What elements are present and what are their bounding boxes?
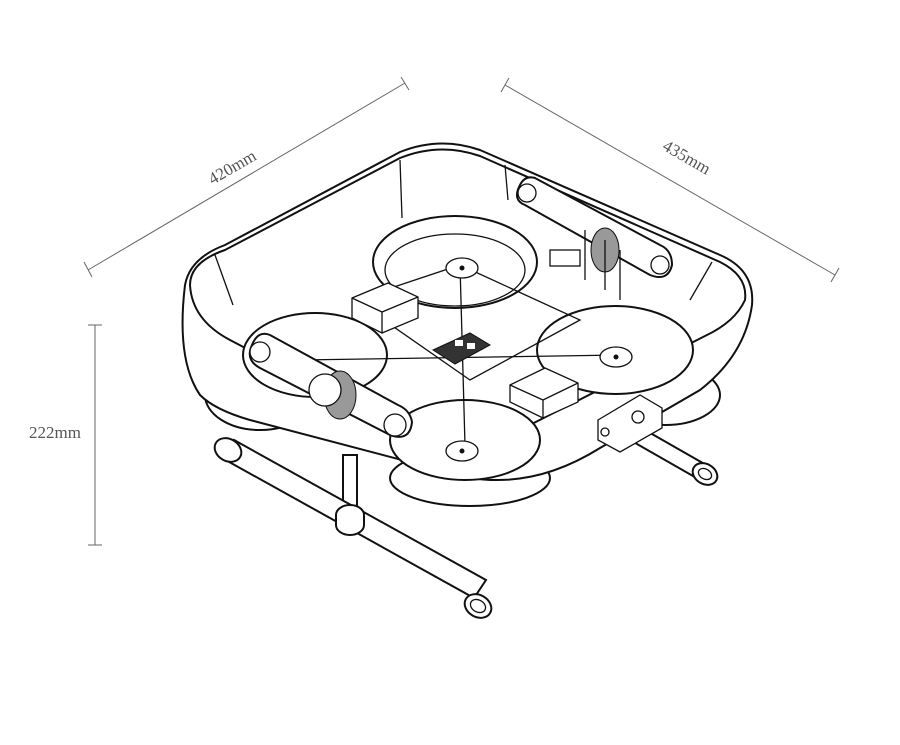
camera-module [597,394,663,453]
flight-controller [431,332,492,365]
width-label: 420mm [205,146,259,188]
depth-label: 435mm [660,136,714,178]
motors [445,257,633,462]
esc-modules [351,282,579,419]
height-label: 222mm [29,423,81,442]
landing-gear [213,424,719,619]
dimension-height: 222mm [29,324,102,546]
gear-mechanism-right [515,176,674,300]
gear-mechanism-left [248,332,414,438]
